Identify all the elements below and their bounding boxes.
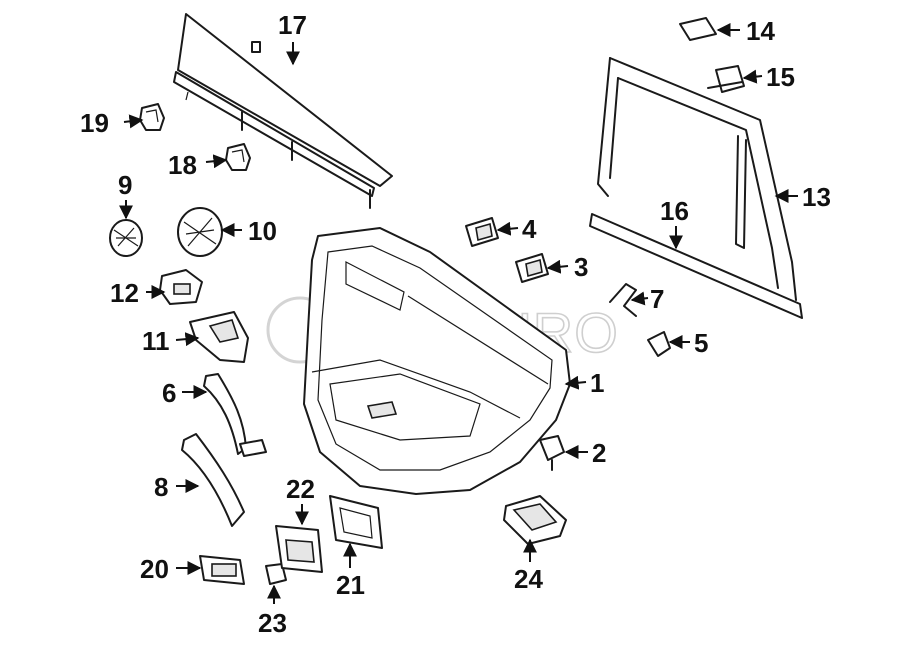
part-8-trim-strip: [181, 433, 245, 527]
callout-14: 14: [746, 16, 775, 46]
callout-5: 5: [694, 328, 708, 358]
part-1-door-trim-panel: [303, 227, 571, 495]
callout-arrows: [119, 23, 798, 604]
part-16-belt-molding: [589, 213, 803, 319]
part-18-clip: [225, 143, 251, 171]
part-17-sunshade: [173, 13, 393, 209]
part-22-bezel: [275, 525, 323, 573]
part-11-handle-bezel: [189, 311, 249, 363]
part-20-trim: [199, 555, 245, 585]
part-14-cap: [679, 17, 717, 41]
part-5-clip: [647, 331, 671, 357]
callout-19: 19: [80, 108, 109, 138]
part-2-push-clip: [539, 435, 565, 471]
part-6-pull-handle: [203, 373, 267, 457]
callout-9: 9: [118, 170, 132, 200]
callout-16: 16: [660, 196, 689, 226]
part-24-window-switch: [503, 495, 567, 545]
callout-4: 4: [522, 214, 537, 244]
callout-23: 23: [258, 608, 287, 638]
callout-11: 11: [142, 326, 170, 356]
callout-2: 2: [592, 438, 606, 468]
callout-1: 1: [590, 368, 604, 398]
part-19-clip: [139, 103, 165, 131]
callout-24: 24: [514, 564, 543, 594]
part-10-emblem: [177, 207, 223, 257]
callout-8: 8: [154, 472, 168, 502]
part-12-switch: [159, 269, 203, 305]
callout-7: 7: [650, 284, 664, 314]
part-3-clip: [515, 253, 549, 283]
callout-22: 22: [286, 474, 315, 504]
part-4-clip: [465, 217, 499, 247]
callout-21: 21: [336, 570, 365, 600]
part-21-bezel: [329, 495, 383, 549]
callout-3: 3: [574, 252, 588, 282]
part-23-pin: [265, 563, 287, 585]
callout-10: 10: [248, 216, 277, 246]
callout-15: 15: [766, 62, 795, 92]
callout-12: 12: [110, 278, 139, 308]
callout-13: 13: [802, 182, 831, 212]
part-15-guide: [707, 65, 745, 93]
part-9-emblem: [109, 219, 143, 257]
callout-18: 18: [168, 150, 197, 180]
callout-17: 17: [278, 10, 307, 40]
part-7-bracket: [609, 283, 637, 317]
callout-20: 20: [140, 554, 169, 584]
callout-labels: 17 19 18 9 10 12 11 6 8 20 23 22 21 24 2…: [80, 10, 831, 638]
callout-6: 6: [162, 378, 176, 408]
